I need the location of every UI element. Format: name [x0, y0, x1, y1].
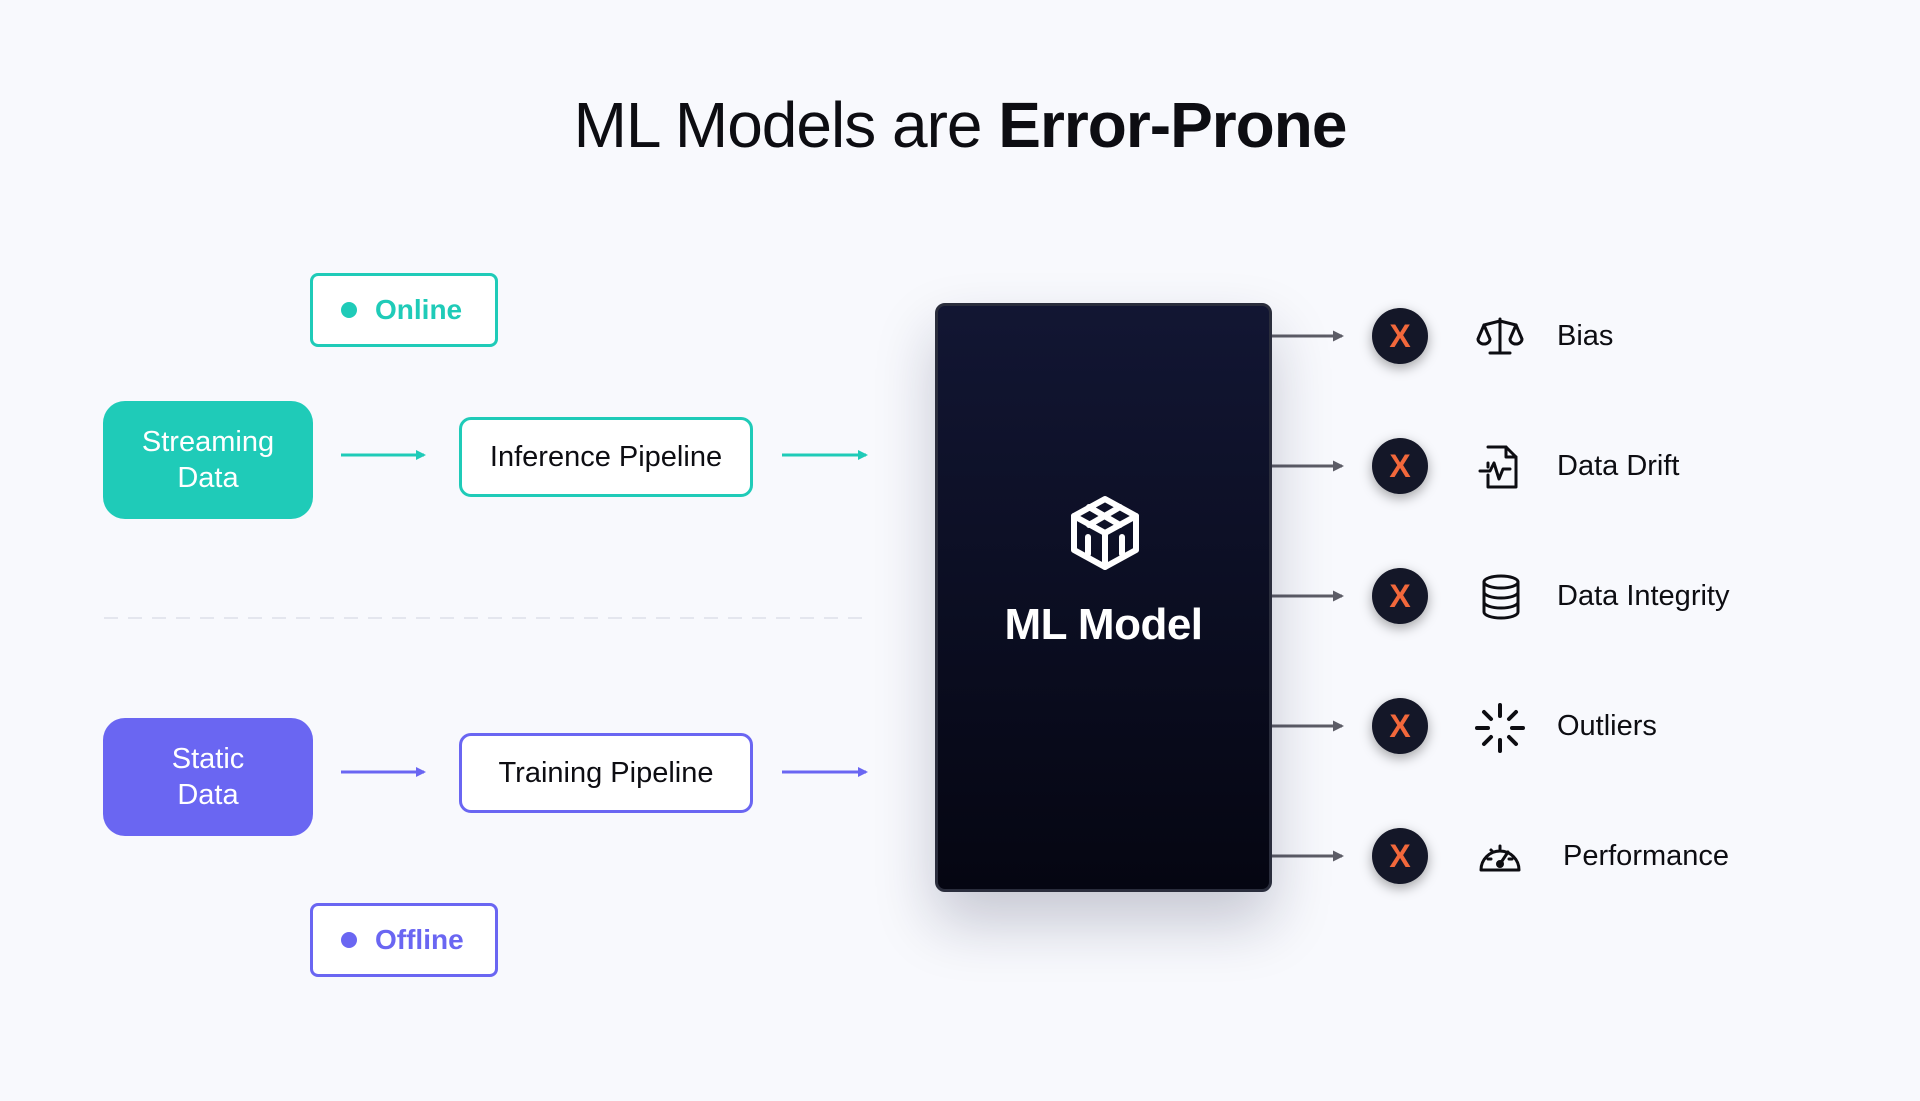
offline-dot-icon [341, 932, 357, 948]
offline-label: Offline [375, 924, 464, 955]
training-pipeline-label: Training Pipeline [498, 756, 714, 789]
training-pipeline-box: Training Pipeline [459, 733, 753, 813]
online-tag: Online [310, 273, 498, 347]
page-title: ML Models are Error-Prone [0, 88, 1920, 162]
gauge-icon [1479, 844, 1521, 872]
title-regular: ML Models are [573, 89, 999, 161]
inference-pipeline-box: Inference Pipeline [459, 417, 753, 497]
error-x-icon: X [1372, 438, 1428, 494]
error-x-icon: X [1372, 828, 1428, 884]
error-label-outliers: Outliers [1557, 710, 1657, 742]
error-label-data-drift: Data Drift [1557, 450, 1680, 482]
online-label: Online [375, 294, 463, 325]
inference-pipeline-label: Inference Pipeline [489, 440, 723, 473]
database-icon [1482, 574, 1520, 620]
streaming-data-box: Streaming Data [103, 401, 313, 519]
ml-model-label: ML Model [1004, 600, 1203, 649]
error-x-icon: X [1372, 568, 1428, 624]
error-x-icon: X [1372, 308, 1428, 364]
scale-icon [1476, 317, 1524, 355]
ml-model-box [935, 303, 1272, 892]
error-x-icon: X [1372, 698, 1428, 754]
error-label-performance: Performance [1563, 840, 1730, 872]
file-pulse-icon [1478, 445, 1518, 489]
offline-tag: Offline [310, 903, 498, 977]
online-dot-icon [341, 302, 357, 318]
error-label-data-integrity: Data Integrity [1557, 580, 1730, 612]
error-label-bias: Bias [1557, 320, 1614, 352]
cube-icon [1071, 496, 1139, 570]
static-data-box: Static Data [103, 718, 313, 836]
loader-icon [1475, 703, 1525, 753]
title-bold: Error-Prone [998, 89, 1347, 161]
